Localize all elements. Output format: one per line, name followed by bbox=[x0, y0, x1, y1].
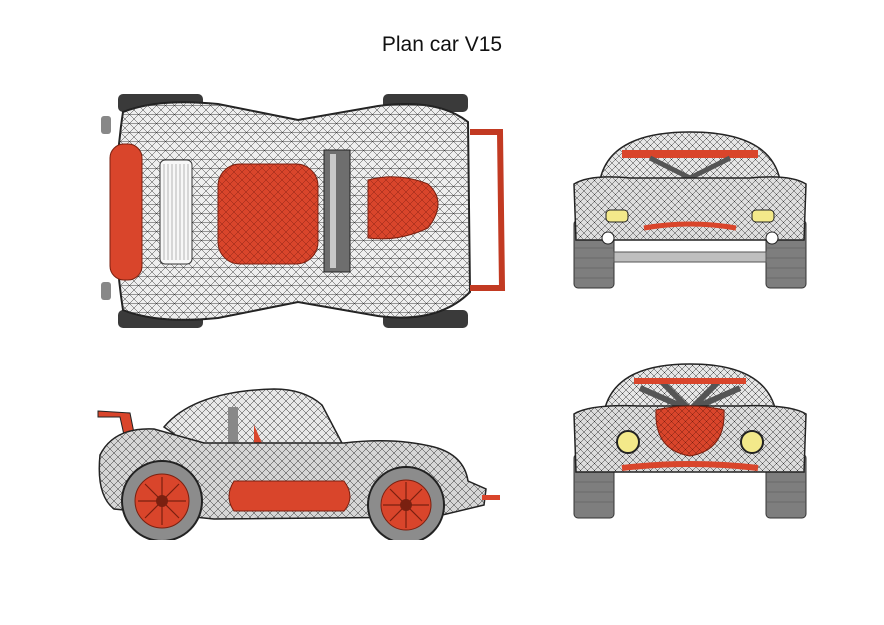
rear-view bbox=[570, 128, 810, 293]
front-hood-dome bbox=[655, 405, 725, 457]
front-view bbox=[570, 362, 810, 522]
rear-roll-bar bbox=[622, 150, 758, 158]
side-wheel-front bbox=[367, 466, 445, 540]
plan-title: Plan car V15 bbox=[381, 33, 503, 56]
side-wheel-rear bbox=[121, 460, 203, 540]
top-roll-bar bbox=[470, 129, 506, 291]
top-rear-hood bbox=[367, 176, 439, 240]
front-headlight-right bbox=[740, 430, 764, 454]
top-front-bumper bbox=[109, 143, 143, 281]
front-headlight-left bbox=[616, 430, 640, 454]
top-cockpit bbox=[217, 163, 319, 265]
front-red-bar bbox=[621, 461, 759, 471]
side-red-panel bbox=[228, 480, 351, 512]
rear-red-strip bbox=[643, 221, 737, 231]
rear-lamp-right bbox=[751, 209, 775, 223]
rear-lamp-left bbox=[605, 209, 629, 223]
top-view bbox=[98, 92, 518, 332]
side-view bbox=[94, 385, 504, 540]
